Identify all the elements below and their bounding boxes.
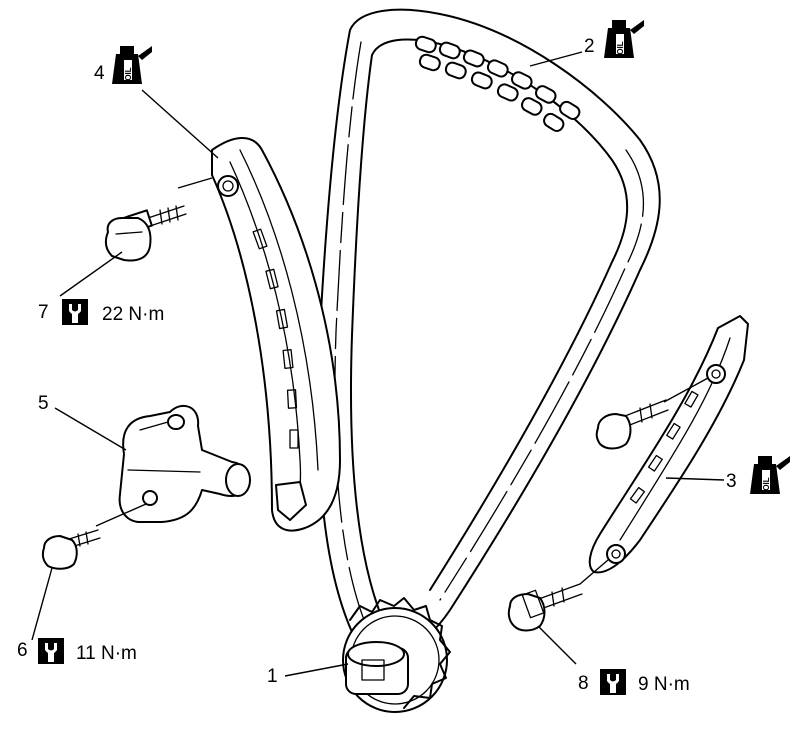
chain-tensioner-guide xyxy=(211,136,341,532)
timing-chain-tensioner xyxy=(118,404,251,523)
torque-wrench-icon xyxy=(62,299,88,325)
oil-can-icon: OIL xyxy=(604,20,644,58)
chain-links xyxy=(414,35,581,132)
crankshaft-sprocket xyxy=(342,597,451,713)
callout-8: 8 xyxy=(578,673,589,694)
callout-1: 1 xyxy=(267,666,278,687)
torque-value-7: 22 N·m xyxy=(102,304,164,325)
bolt-upper-guide xyxy=(595,399,669,450)
callout-4: 4 xyxy=(94,63,105,84)
callout-3: 3 xyxy=(726,471,737,492)
oil-can-icon: OIL xyxy=(750,456,790,494)
torque-value-8: 9 N·m xyxy=(638,674,690,695)
torque-spec-6: 11 N·m xyxy=(38,638,137,664)
oil-can-icon: OIL xyxy=(112,46,152,84)
torque-spec-8: 9 N·m xyxy=(600,669,690,695)
bolt-7 xyxy=(104,205,187,262)
torque-wrench-icon xyxy=(600,669,626,695)
torque-spec-7: 22 N·m xyxy=(62,299,164,325)
svg-text:OIL: OIL xyxy=(762,477,771,490)
torque-wrench-icon xyxy=(38,638,64,664)
bolt-8 xyxy=(507,583,583,632)
callout-5: 5 xyxy=(38,393,49,414)
svg-text:OIL: OIL xyxy=(124,67,133,80)
callout-6: 6 xyxy=(17,640,28,661)
bolt-6 xyxy=(41,529,101,570)
callout-7: 7 xyxy=(38,302,49,323)
torque-value-6: 11 N·m xyxy=(76,643,137,664)
callout-2: 2 xyxy=(584,36,595,57)
leader-lines xyxy=(31,51,725,677)
svg-text:OIL: OIL xyxy=(616,41,625,54)
